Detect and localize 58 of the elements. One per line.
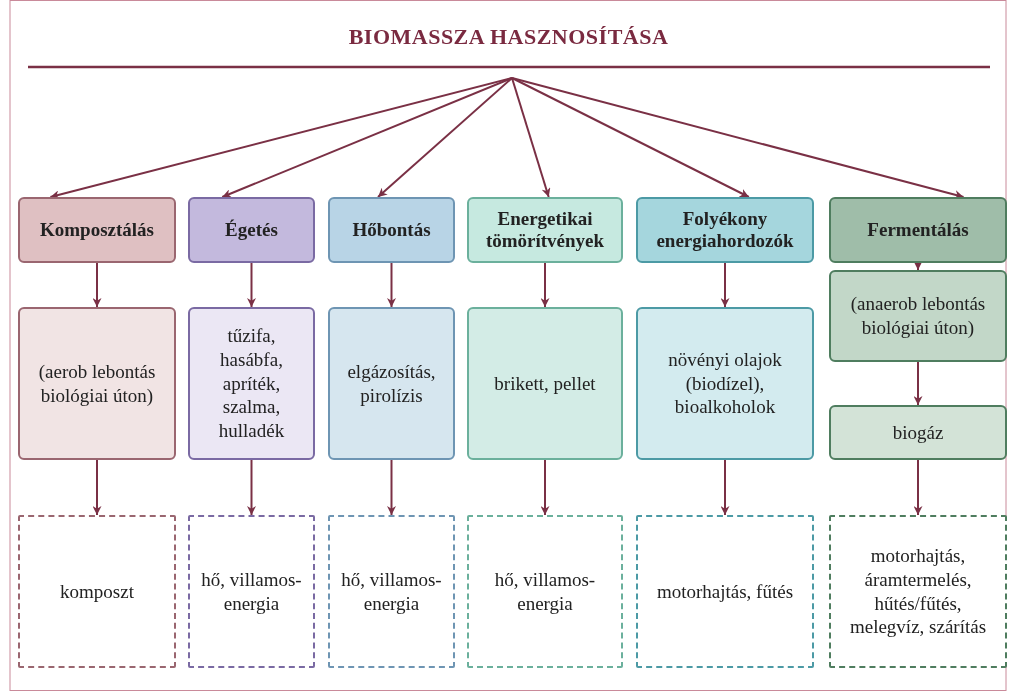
node-label: Komposztálás [40, 219, 154, 241]
category-box [636, 197, 814, 263]
output-box [829, 515, 1007, 668]
node-label: elgázosítás, pirolízis [346, 359, 437, 408]
node-label: tűzifa, hasábfa, apríték, szalma, hulladék [217, 324, 286, 443]
process-box [829, 405, 1007, 460]
node-label: növényi olajok (biodízel), bioalkoholok [667, 347, 783, 420]
arrow [387, 459, 396, 516]
node-label: hő, villamos-energia [493, 567, 597, 616]
process-box [467, 307, 623, 460]
process-box [636, 307, 814, 460]
node-label: hő, villamos-energia [200, 567, 303, 616]
category-box [18, 197, 176, 263]
node-label: Hőbontás [352, 219, 431, 241]
process-box [328, 307, 455, 460]
process-box [188, 307, 315, 460]
node-label: komposzt [60, 579, 134, 604]
arrow [377, 77, 513, 198]
node-label: brikett, pellet [494, 371, 596, 396]
arrow [913, 459, 923, 516]
arrow [387, 262, 396, 308]
node-label: biogáz [892, 420, 944, 445]
output-box [18, 515, 176, 668]
node-label: Energetikai tömörítvények [484, 208, 606, 252]
node-label: hő, villamos-energia [340, 567, 443, 616]
arrow [720, 262, 730, 308]
arrow [540, 262, 550, 308]
output-box [328, 515, 455, 668]
output-box [188, 515, 315, 668]
arrow [92, 262, 102, 308]
node-label: motorhajtás, áramtermelés, hűtés/fűtés, melegvíz, szárítás [848, 544, 988, 639]
category-box [829, 197, 1007, 263]
arrow [913, 361, 923, 406]
category-box [328, 197, 455, 263]
node-label: Fermentálás [867, 219, 969, 241]
process-box [18, 307, 176, 460]
arrow [221, 77, 513, 198]
arrow [540, 459, 550, 516]
node-label: Folyékony energiahordozók [655, 208, 795, 252]
diagram-title: BIOMASSZA HASZNOSÍTÁSA [347, 24, 670, 50]
arrow [49, 77, 513, 200]
category-box [467, 197, 623, 263]
node-label: Égetés [225, 219, 278, 241]
process-box [829, 270, 1007, 362]
arrow [247, 262, 256, 308]
node-label: (anaerob lebontás biológiai úton) [849, 292, 987, 340]
output-box [467, 515, 623, 668]
category-box [188, 197, 315, 263]
arrow [511, 77, 551, 198]
arrow [92, 459, 102, 516]
node-label: motorhajtás, fűtés [656, 579, 794, 604]
output-box [636, 515, 814, 668]
arrow [913, 261, 923, 271]
arrow [511, 77, 965, 200]
arrow [720, 459, 730, 516]
arrow [247, 459, 256, 516]
node-label: (aerob lebontás biológiai úton) [37, 359, 157, 408]
arrow [511, 77, 750, 198]
